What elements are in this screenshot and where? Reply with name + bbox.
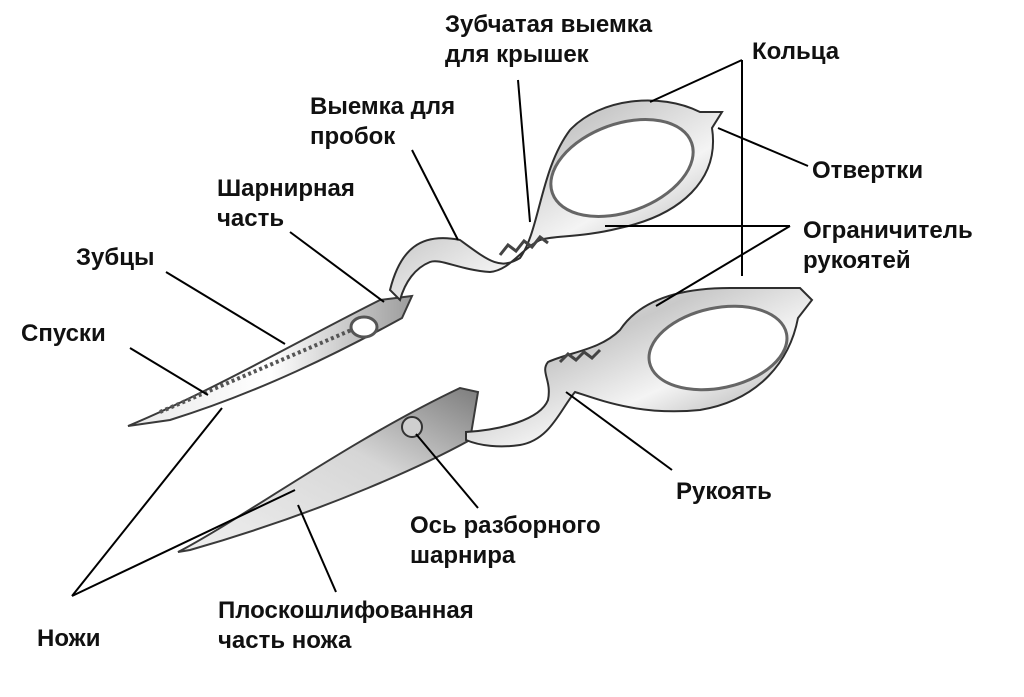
leader-screwdrivers [717, 127, 809, 167]
cork-hole [349, 315, 379, 339]
leader-serrations [165, 271, 286, 345]
leader-knives-lower [71, 489, 296, 597]
leader-cork-notch [411, 149, 459, 241]
lower-ring-opening [647, 304, 789, 392]
leader-limiter-lower [655, 225, 791, 307]
label-cork-notch: Выемка для пробок [310, 93, 456, 150]
label-bevels: Спуски [21, 320, 106, 347]
label-teeth-notch: Зубчатая выемка для крышек [445, 11, 653, 68]
label-handle-limiter: Ограничитель рукоятей [803, 217, 973, 274]
label-rings: Кольца [752, 38, 840, 65]
lower-teeth-detail [558, 348, 602, 364]
leader-handle [565, 391, 673, 471]
leader-flat-ground [297, 504, 337, 593]
upper-handle [388, 99, 724, 302]
label-pivot-axis: Ось разборного шарнира [410, 512, 601, 569]
leader-knives-upper [71, 407, 223, 597]
leader-rings-upper [649, 59, 743, 103]
leader-lines [71, 59, 809, 597]
leader-teeth-notch [517, 79, 531, 223]
leader-pivot-axis [415, 433, 479, 509]
label-screwdrivers: Отвертки [812, 157, 924, 184]
leader-hinge-part [289, 231, 385, 303]
label-knives: Ножи [37, 625, 101, 652]
upper-knife [127, 294, 414, 427]
teeth-notch-detail [498, 234, 549, 256]
label-hinge-part: Шарнирная часть [217, 175, 355, 232]
label-serrations: Зубцы [76, 244, 155, 271]
label-flat-ground: Плоскошлифованная часть ножа [218, 597, 474, 654]
lower-handle [465, 287, 814, 448]
upper-ring-opening [549, 118, 695, 218]
pivot-screw [401, 416, 423, 438]
serrated-edge [159, 320, 371, 414]
leader-bevels [129, 347, 209, 396]
label-handle: Рукоять [676, 478, 772, 505]
